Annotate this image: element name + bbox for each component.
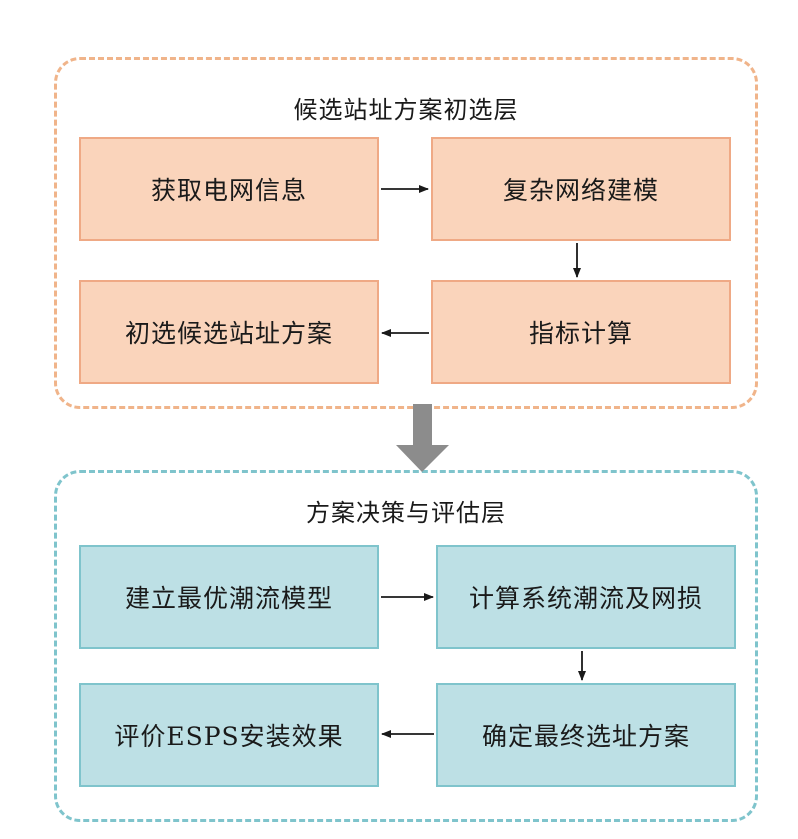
box-index-calc: 指标计算	[431, 280, 731, 384]
big-down-arrow	[396, 404, 449, 472]
layer-initial-selection-title: 候选站址方案初选层	[293, 96, 519, 124]
box-calc-flow-loss: 计算系统潮流及网损	[436, 545, 736, 649]
box-initial-site-plan: 初选候选站址方案	[79, 280, 379, 384]
box-get-grid-info: 获取电网信息	[79, 137, 379, 241]
box-build-opf-model: 建立最优潮流模型	[79, 545, 379, 649]
layer-decision-evaluation-title: 方案决策与评估层	[306, 499, 506, 527]
layer-initial-selection: 候选站址方案初选层	[54, 57, 758, 409]
box-final-site-plan: 确定最终选址方案	[436, 683, 736, 787]
box-evaluate-esps: 评价ESPS安装效果	[79, 683, 379, 787]
box-complex-network-model: 复杂网络建模	[431, 137, 731, 241]
